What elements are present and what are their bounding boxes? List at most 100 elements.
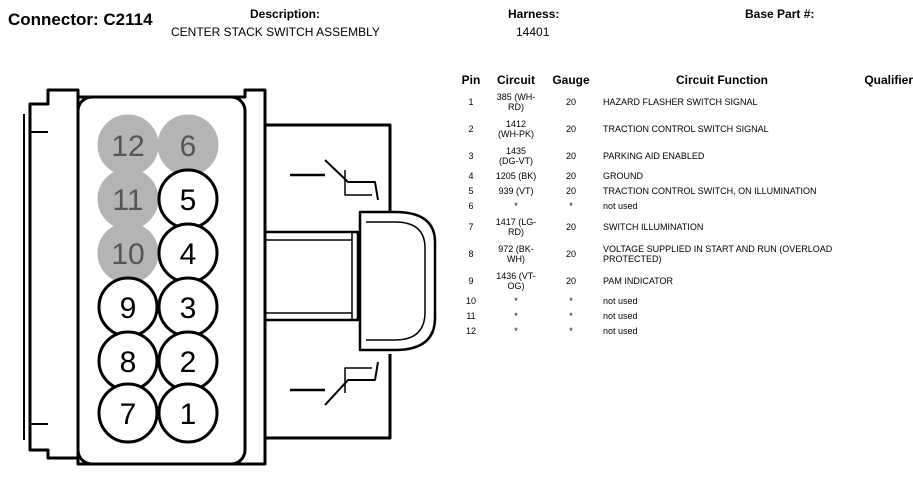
table-header-row: Pin Circuit Gauge Circuit Function Quali… (455, 71, 913, 89)
pin-number-label: 3 (180, 292, 197, 325)
qualifier-cell (847, 115, 913, 142)
circuit-cell: * (514, 326, 518, 336)
gauge-cell: 20 (565, 123, 576, 134)
pin-number-label: 11 (112, 184, 143, 217)
pin-cell: 9 (468, 275, 474, 286)
connector-housing (23, 88, 437, 466)
pin-table: Pin Circuit Gauge Circuit Function Quali… (455, 71, 913, 338)
connector-pin: 5 (157, 168, 219, 230)
connector-pin: 12 (97, 114, 159, 176)
pin-cell: 10 (465, 296, 476, 306)
table-row: 6**not used (455, 199, 913, 213)
gauge-cell: * (569, 311, 573, 321)
pin-number-label: 12 (111, 130, 144, 163)
qualifier-cell (847, 89, 913, 115)
pin-cell: 6 (468, 201, 474, 211)
pin-circle (97, 382, 159, 444)
connector-pin: 2 (157, 330, 219, 392)
pin-cell: 3 (468, 150, 474, 161)
qualifier-cell (847, 240, 913, 267)
circuit-cell: 1205 (BK) (495, 171, 537, 181)
description-label: Description: (250, 7, 321, 21)
pin-cell: 5 (468, 186, 474, 196)
circuit-function-cell: PAM INDICATOR (603, 275, 674, 286)
circuit-function-cell: not used (603, 311, 638, 321)
gauge-cell: 20 (565, 150, 576, 161)
circuit-function-cell: TRACTION CONTROL SWITCH SIGNAL (603, 123, 769, 134)
pin-number-label: 10 (111, 238, 144, 271)
pin-number-label: 5 (180, 184, 197, 217)
circuit-cell: * (514, 201, 518, 211)
connector-pin: 6 (157, 114, 219, 176)
connector-pin: 9 (97, 276, 159, 338)
gauge-cell: 20 (565, 275, 576, 286)
qualifier-cell (847, 142, 913, 169)
circuit-function-cell: HAZARD FLASHER SWITCH SIGNAL (603, 97, 758, 107)
circuit-cell: 972 (BK-WH) (498, 243, 534, 264)
table-row: 3 1435 (DG-VT) 20 PARKING AID ENABLED (455, 142, 913, 169)
qualifier-cell (847, 308, 913, 324)
qualifier-cell (847, 183, 913, 199)
circuit-function-cell: PARKING AID ENABLED (603, 150, 705, 161)
connector-pin: 3 (157, 276, 219, 338)
gauge-cell: 20 (565, 221, 576, 232)
connector-title: Connector: C2114 (8, 10, 153, 29)
circuit-cell: * (514, 311, 518, 321)
qualifier-cell (847, 213, 913, 240)
circuit-function-cell: GROUND (603, 171, 643, 181)
circuit-cell: 1412 (WH-PK) (498, 118, 534, 139)
col-header-qualifier: Qualifier (864, 73, 913, 87)
col-header-circuit-function: Circuit Function (676, 73, 768, 87)
description-value: CENTER STACK SWITCH ASSEMBLY (171, 25, 380, 39)
circuit-cell: 385 (WH-RD) (496, 92, 536, 112)
pin-cell: 2 (468, 123, 474, 134)
circuit-cell: 939 (VT) (498, 186, 534, 196)
pin-cell: 11 (466, 311, 476, 321)
gauge-cell: * (569, 296, 573, 306)
gauge-cell: * (569, 326, 573, 336)
table-row: 12**not used (455, 324, 913, 338)
circuit-cell: * (514, 296, 518, 306)
pin-number-label: 9 (120, 292, 137, 325)
table-row: 10 * * not used (455, 294, 913, 308)
connector-pin: 8 (97, 330, 159, 392)
pin-number-label: 6 (180, 130, 197, 163)
circuit-function-cell: VOLTAGE SUPPLIED IN START AND RUN (OVERL… (603, 243, 833, 264)
harness-label: Harness: (508, 7, 560, 21)
table-row: 2 1412 (WH-PK) 20 TRACTION CONTROL SWITCH S… (455, 115, 913, 142)
pin-cell: 7 (468, 221, 474, 232)
circuit-function-cell: TRACTION CONTROL SWITCH, ON ILLUMINATION (603, 186, 817, 196)
circuit-function-cell: not used (603, 296, 638, 306)
pin-number-label: 8 (120, 346, 137, 379)
qualifier-cell (847, 199, 913, 213)
table-row: 9 1436 (VT-OG) 20 PAM INDICATOR (455, 267, 913, 294)
connector-pin: 1 (157, 382, 219, 444)
connector-pin: 11 (97, 168, 159, 230)
gauge-cell: * (569, 201, 573, 211)
gauge-cell: 20 (565, 186, 576, 196)
table-row: 5 939 (VT) 20 TRACTION CONTROL SWITCH, ON I… (455, 183, 913, 199)
gauge-cell: 20 (565, 171, 576, 181)
qualifier-cell (847, 294, 913, 308)
pin-cell: 8 (468, 248, 474, 259)
pin-number-label: 7 (120, 398, 137, 431)
qualifier-cell (847, 169, 913, 183)
pin-cell: 4 (468, 171, 474, 181)
circuit-cell: 1435 (DG-VT) (499, 145, 533, 166)
pin-cell: 12 (465, 326, 476, 336)
circuit-cell: 1417 (LG-RD) (495, 216, 537, 237)
qualifier-cell (847, 324, 913, 338)
gauge-cell: 20 (565, 97, 576, 107)
connector-pin: 7 (97, 382, 159, 444)
circuit-function-cell: SWITCH ILLUMINATION (603, 221, 704, 232)
pin-circle (157, 382, 219, 444)
table-row: 11 * * not used (455, 308, 913, 324)
connector-pin: 10 (97, 222, 159, 284)
pin-number-label: 4 (180, 238, 197, 271)
harness-value: 14401 (516, 25, 550, 39)
circuit-cell: 1436 (VT-OG) (496, 270, 536, 291)
col-header-circuit: Circuit (496, 73, 535, 87)
